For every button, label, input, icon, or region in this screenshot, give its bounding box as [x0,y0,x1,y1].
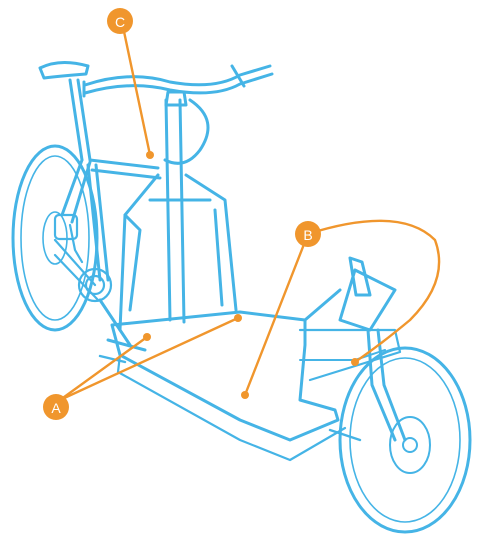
cargo-bike-illustration [13,62,470,532]
anchor-dot [351,358,359,366]
callout-a-line-2 [60,318,238,400]
callout-a-line-1 [60,337,147,400]
callout-b-line-2 [308,221,439,362]
callout-a-label: A [51,400,61,416]
callout-c: C [107,8,133,34]
callout-a: A [43,394,69,420]
callout-c-label: C [115,14,125,30]
anchor-dot [143,333,151,341]
anchor-dot [241,391,249,399]
handlebar [84,66,272,163]
callout-b: B [295,221,321,247]
anchor-dot [234,314,242,322]
anchor-dot [146,151,154,159]
callout-c-line [122,22,150,155]
callout-b-label: B [303,227,312,243]
saddle [40,62,88,78]
callout-anchor-dots [143,151,359,399]
